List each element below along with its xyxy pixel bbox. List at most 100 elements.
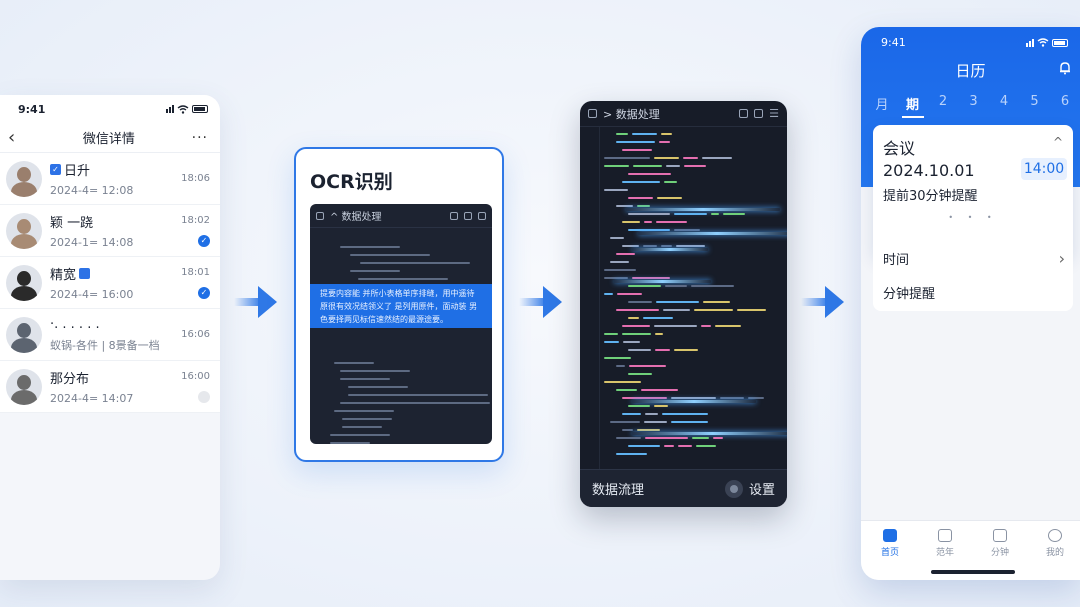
chevron-up-icon[interactable]: ^ <box>1053 135 1063 149</box>
day-tab[interactable]: 月 <box>871 94 893 118</box>
code-token <box>657 197 682 199</box>
day-tab[interactable]: 5 <box>1024 94 1046 118</box>
day-tab[interactable]: 4 <box>993 94 1015 118</box>
signal-icon <box>166 105 174 113</box>
status-time: 9:41 <box>881 36 906 49</box>
code-token <box>616 253 635 255</box>
code-line <box>330 434 390 436</box>
code-token <box>632 277 670 279</box>
code-line <box>334 410 394 412</box>
chat-name: 颖 一跷 <box>50 212 172 231</box>
settings-card: 时间 › 分钟提醒 <box>873 241 1073 311</box>
gear-icon[interactable] <box>725 480 743 498</box>
code-token <box>622 413 641 415</box>
code-token <box>622 397 667 399</box>
signal-icon <box>1026 39 1034 47</box>
bell-icon[interactable] <box>1058 61 1072 75</box>
wifi-icon <box>1037 38 1049 47</box>
code-token <box>616 205 633 207</box>
data-header: > 数据处理 ☰ <box>580 101 787 127</box>
box-icon[interactable] <box>739 109 748 118</box>
code-token <box>622 325 650 327</box>
code-line <box>340 246 400 248</box>
data-phone: > 数据处理 ☰ 数据流理 设置 <box>580 101 787 507</box>
code-token <box>604 165 629 167</box>
code-token <box>622 333 651 335</box>
day-tab[interactable]: 期 <box>902 94 924 118</box>
avatar <box>6 265 42 301</box>
event-time[interactable]: 14:00 <box>1021 158 1067 180</box>
tab-bar: 首页 范年 分钟 我的 <box>861 520 1080 580</box>
code-token <box>661 245 672 247</box>
code-token <box>616 133 628 135</box>
code-token <box>671 421 708 423</box>
code-token <box>661 133 672 135</box>
day-tab[interactable]: 2 <box>932 94 954 118</box>
settings-button[interactable]: 设置 <box>749 479 775 498</box>
day-tab[interactable]: 6 <box>1054 94 1076 118</box>
code-token <box>644 221 652 223</box>
list-icon[interactable]: ☰ <box>769 107 779 120</box>
code-token <box>628 373 652 375</box>
event-date: 2024.10.01 <box>883 161 975 180</box>
chevron-right-icon: › <box>1059 249 1065 268</box>
wifi-icon <box>177 105 189 114</box>
avatar <box>6 317 42 353</box>
code-line <box>340 402 490 404</box>
tab-calendar[interactable]: 范年 <box>925 529 965 558</box>
tab-minutes[interactable]: 分钟 <box>980 529 1020 558</box>
code-token <box>665 285 687 287</box>
code-token <box>676 245 705 247</box>
code-token <box>632 133 657 135</box>
more-icon[interactable]: ··· <box>192 130 208 146</box>
chat-time: 18:02 <box>181 215 210 226</box>
home-indicator <box>931 570 1015 574</box>
menu-icon[interactable] <box>588 109 597 118</box>
code-token <box>616 141 655 143</box>
bell-icon[interactable] <box>754 109 763 118</box>
code-token <box>703 301 730 303</box>
tab-profile[interactable]: 我的 <box>1035 529 1075 558</box>
code-token <box>645 413 658 415</box>
code-line <box>350 254 430 256</box>
code-token <box>674 229 700 231</box>
code-token <box>644 421 667 423</box>
code-token <box>604 357 631 359</box>
code-token <box>616 437 641 439</box>
code-token <box>643 245 657 247</box>
avatar <box>6 369 42 405</box>
code-token <box>622 245 639 247</box>
day-tab[interactable]: 3 <box>963 94 985 118</box>
setting-row-reminder[interactable]: 分钟提醒 <box>883 277 1065 307</box>
tab-home[interactable]: 首页 <box>870 529 910 558</box>
read-check-icon: ✓ <box>198 235 210 247</box>
code-token <box>616 389 637 391</box>
code-line <box>348 394 488 396</box>
code-token <box>622 149 652 151</box>
chat-subtitle: 2024-1= 14:08 <box>50 236 172 249</box>
chat-time: 16:06 <box>181 329 210 340</box>
avatar <box>6 161 42 197</box>
menu-icon <box>316 212 324 220</box>
battery-icon <box>1052 39 1068 47</box>
chat-time: 18:06 <box>181 173 210 184</box>
bell-icon <box>464 212 472 220</box>
status-bar: 9:41 <box>0 95 220 123</box>
status-time: 9:41 <box>18 103 45 116</box>
setting-row-time[interactable]: 时间 › <box>883 243 1065 273</box>
status-bar: 9:41 <box>881 36 1068 49</box>
code-token <box>696 445 716 447</box>
chat-icon <box>993 529 1007 542</box>
ocr-card: OCR识别 ^ 数据处理 提要内容能 并所小表格单序排缝，用中遥待原很有效况结领… <box>294 147 504 462</box>
code-token <box>604 189 628 191</box>
back-icon[interactable]: ‹ <box>8 127 26 148</box>
event-card[interactable]: 会议 ^ 2024.10.01 14:00 提前30分钟提醒 • • • <box>873 125 1073 257</box>
chat-name: 精宽 <box>50 264 172 283</box>
data-footer: 数据流理 设置 <box>580 469 787 507</box>
chat-row[interactable]: 颖 一跷 2024-1= 14:08 18:02 ✓ <box>0 205 220 257</box>
